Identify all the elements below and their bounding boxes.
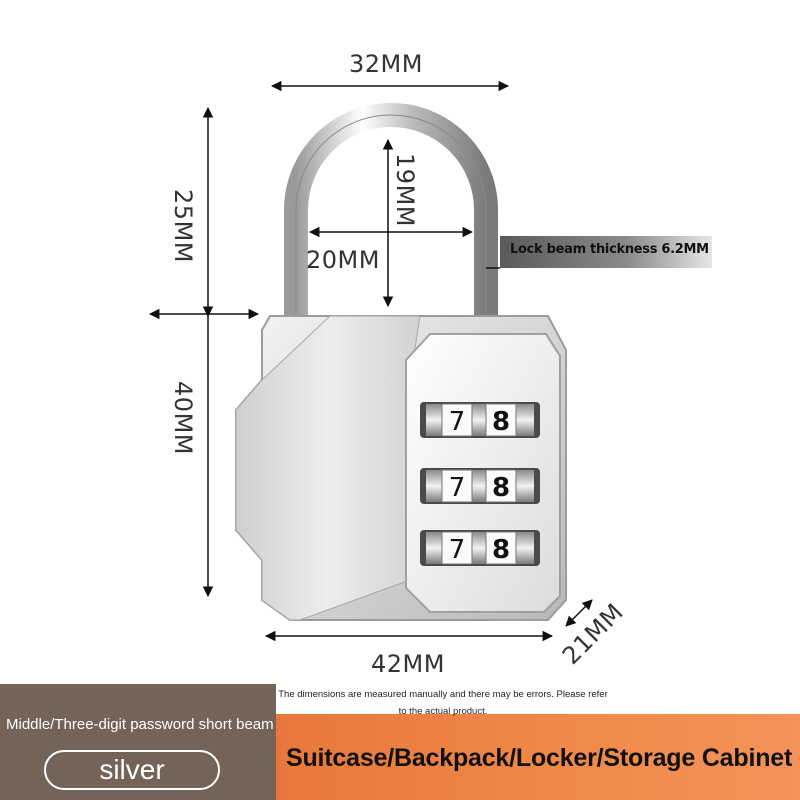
usage-text: Suitcase/Backpack/Locker/Storage Cabinet… [286, 744, 800, 772]
dim-bottom-width: 42MM [371, 650, 445, 678]
dim-shackle-total-height: 25MM [168, 189, 197, 263]
dial-2-digit-2: 8 [492, 473, 510, 503]
usage-band [276, 714, 800, 800]
variant-band [0, 684, 276, 800]
callout-background [500, 236, 712, 268]
dial-1-digit-2: 8 [492, 407, 510, 437]
disclaimer-text: The dimensions are measured manually and… [278, 689, 608, 717]
callout-beam-thickness: Lock beam thickness 6.2MM [510, 242, 709, 257]
dim-shackle-height: 19MM [390, 153, 419, 227]
color-option-button[interactable]: silver [44, 750, 220, 790]
dim-line-depth [565, 599, 593, 627]
dial-2-digit-1: 7 [449, 473, 466, 503]
dial-1-digit-1: 7 [449, 407, 466, 437]
variant-label: Middle/Three-digit password short beam [6, 716, 274, 733]
color-option-label: silver [99, 754, 165, 785]
dial-windows [420, 402, 540, 566]
dim-shackle-inner-width: 20MM [306, 246, 380, 274]
dim-body-height: 40MM [168, 381, 197, 455]
dim-top-width: 32MM [349, 50, 423, 78]
dial-3-digit-2: 8 [492, 535, 510, 565]
dial-3-digit-1: 7 [449, 535, 466, 565]
